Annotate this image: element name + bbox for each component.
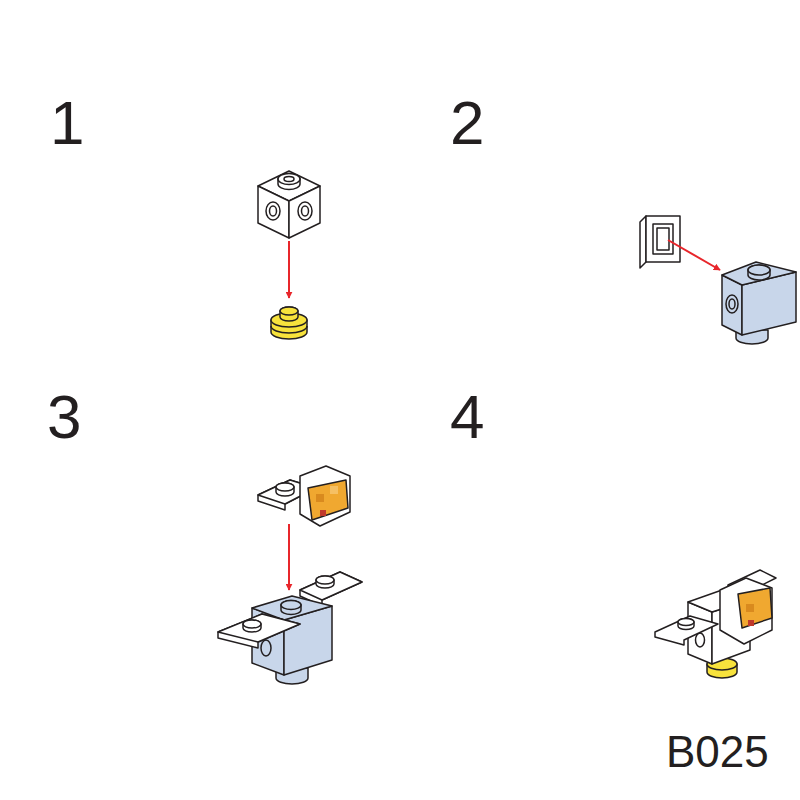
step-number: 1 — [50, 92, 84, 154]
stud-top — [281, 601, 301, 610]
brick-face — [722, 262, 796, 285]
blue-brick — [722, 262, 796, 344]
step-number: 2 — [450, 92, 484, 154]
stud-top — [316, 576, 334, 584]
beak — [308, 480, 348, 520]
stud — [678, 619, 694, 630]
stud — [316, 576, 334, 588]
plate-left — [218, 614, 300, 648]
head-block — [300, 466, 350, 526]
wattle — [748, 620, 754, 626]
stud-top — [276, 483, 294, 491]
blue-brick-assembly — [218, 572, 362, 684]
step-number: 4 — [450, 386, 484, 448]
side-stud — [726, 295, 738, 313]
white-frame-tile — [640, 216, 680, 268]
side-stud — [298, 202, 312, 220]
stud — [281, 601, 301, 615]
chicken-head-piece — [258, 466, 350, 526]
side-stud-hole — [270, 206, 277, 216]
side-stud — [261, 640, 271, 656]
brick-face — [258, 186, 289, 238]
tile-hole-inner — [657, 228, 669, 250]
plate-ring — [271, 326, 307, 333]
stud-top — [243, 620, 261, 628]
tile-face — [646, 216, 680, 262]
side-stud — [696, 633, 705, 647]
assembly-arrow — [288, 524, 290, 590]
plate-stud-top — [280, 307, 298, 315]
tile-hole — [653, 224, 673, 254]
stud — [243, 620, 261, 632]
stud — [278, 174, 300, 190]
white-brick — [258, 171, 320, 238]
tile-edge — [640, 216, 646, 268]
stud-top — [678, 619, 694, 626]
stud — [748, 265, 770, 280]
stud-hole — [284, 177, 294, 182]
beak-pixel — [746, 604, 754, 612]
stud-top — [748, 265, 770, 275]
stud — [276, 483, 294, 496]
assembly-arrow — [288, 241, 290, 298]
wattle — [320, 510, 326, 516]
plate-left — [655, 616, 718, 645]
brick-face — [289, 186, 320, 238]
assembly-arrow — [668, 240, 720, 270]
plate-right-top — [300, 572, 362, 600]
plate-stud — [280, 307, 298, 321]
finished-chicken — [655, 570, 776, 678]
beak-pixel — [316, 494, 324, 502]
side-stud — [266, 202, 280, 220]
yellow-round-plate — [271, 307, 307, 339]
head-block — [720, 578, 772, 644]
set-code: B025 — [666, 730, 769, 774]
beak-pixel — [330, 486, 338, 494]
beak — [738, 588, 772, 628]
side-stud-hole — [302, 206, 309, 216]
stud-top — [278, 174, 300, 185]
side-stud-hole — [729, 299, 735, 309]
step-number: 3 — [47, 386, 81, 448]
plate-left-top — [218, 614, 300, 642]
